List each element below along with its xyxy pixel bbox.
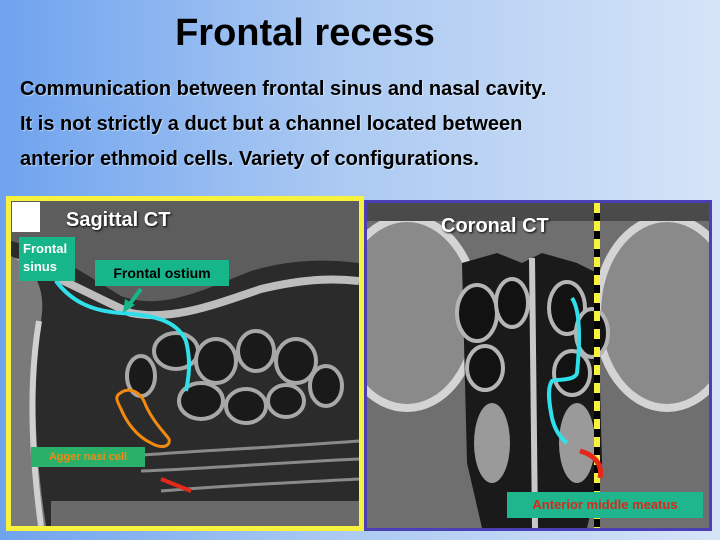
body-line-1: Communication between frontal sinus and …	[20, 78, 547, 100]
body-line-2: It is not strictly a duct but a channel …	[20, 113, 523, 135]
ostium-arrow	[127, 287, 143, 307]
coronal-ct-panel: Coronal CT Anterior middle meatus	[364, 200, 712, 531]
image-corner-marker	[12, 202, 40, 232]
slide-body-text: Communication between frontal sinus and …	[20, 72, 700, 177]
coronal-ct-title: Coronal CT	[441, 215, 549, 237]
frontal-ostium-label: Frontal ostium	[95, 260, 229, 286]
slide-title: Frontal recess	[175, 12, 435, 54]
sagittal-ct-image	[11, 201, 359, 526]
frontal-sinus-label: Frontal sinus	[19, 237, 75, 281]
anterior-middle-meatus-label: Anterior middle meatus	[507, 492, 703, 518]
coronal-ct-image	[367, 203, 709, 528]
body-line-3: anterior ethmoid cells. Variety of confi…	[20, 148, 479, 170]
meatus-outline-sagittal	[160, 477, 192, 493]
agger-nasi-cell-label: Agger nasi cell	[31, 447, 145, 467]
sagittal-ct-panel: Sagittal CT Frontal sinus Frontal ostium…	[6, 196, 364, 531]
sagittal-ct-title: Sagittal CT	[66, 209, 171, 231]
ostium-arrow-head	[123, 299, 135, 313]
frontal-recess-outline	[54, 279, 191, 392]
frontal-recess-outline-coronal	[547, 296, 582, 445]
agger-nasi-outline	[115, 388, 171, 448]
meatus-outline-coronal	[579, 448, 604, 479]
